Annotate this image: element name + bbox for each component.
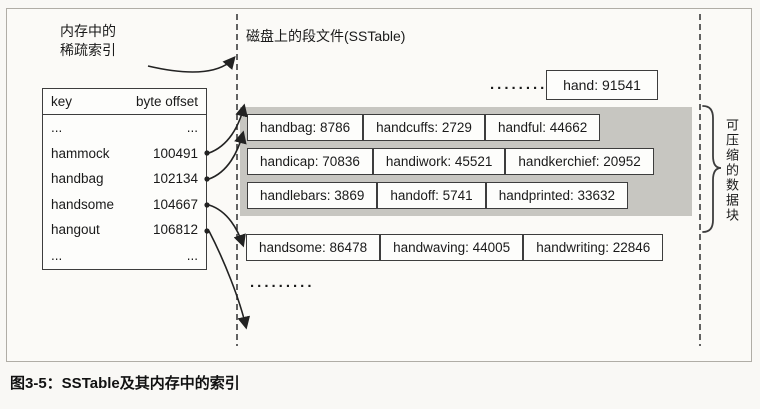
segment-entry: handicap: 70836 [247,148,373,175]
segment-entry: handkerchief: 20952 [505,148,654,175]
segment-top-ellipsis: ........ [490,76,548,93]
segment-entry: handbag: 8786 [247,114,364,141]
row-key: ... [51,120,63,136]
segment-entry: handoff: 5741 [377,182,486,209]
segment-entry: handful: 44662 [484,114,601,141]
segment-entry: handprinted: 33632 [485,182,629,209]
row-key: handbag [51,171,104,187]
figure-caption: 图3-5：SSTable及其内存中的索引 [10,375,240,392]
compressible-block: handbag: 8786 handcuffs: 2729 handful: 4… [240,107,692,216]
compressible-block-label: 可压缩的数据块 [724,118,739,223]
row-key: hammock [51,145,110,161]
row-offset: ... [186,120,198,136]
row-key: handsome [51,196,115,212]
index-header-offset: byte offset [135,94,198,109]
row-offset: 106812 [152,222,198,238]
table-row: hangout 106812 [43,217,206,243]
segment-bottom-ellipsis: ......... [250,274,315,291]
row-offset: 102134 [152,171,198,187]
segment-row: handsome: 86478 handwaving: 44005 handwr… [246,234,664,261]
segment-entry: handwaving: 44005 [380,234,524,261]
memory-index-label-line1: 内存中的 [60,23,116,39]
table-row: hammock 100491 [43,141,206,167]
memory-index-label-line2: 稀疏索引 [60,42,116,58]
segment-entry: handiwork: 45521 [372,148,506,175]
segment-entry-hand: hand: 91541 [546,70,658,100]
segment-file-title: 磁盘上的段文件(SSTable) [246,28,406,44]
table-row: ... ... [43,115,206,141]
row-offset: 100491 [152,145,198,161]
table-row: handbag 102134 [43,166,206,192]
segment-row: handicap: 70836 handiwork: 45521 handker… [247,148,685,175]
memory-index-label: 内存中的 稀疏索引 [60,22,116,60]
segment-row: handlebars: 3869 handoff: 5741 handprint… [247,182,685,209]
row-key: hangout [51,222,100,238]
segment-entry: handwriting: 22846 [523,234,664,261]
table-row: ... ... [43,243,206,269]
row-offset: ... [186,247,198,263]
segment-entry: handsome: 86478 [246,234,381,261]
index-table-header: key byte offset [43,89,206,115]
sparse-index-table: key byte offset ... ... hammock 100491 h… [42,88,207,270]
segment-row: handbag: 8786 handcuffs: 2729 handful: 4… [247,114,685,141]
segment-entry: handlebars: 3869 [247,182,378,209]
row-offset: 104667 [152,196,198,212]
index-header-key: key [51,94,73,109]
segment-entry: handcuffs: 2729 [363,114,485,141]
table-row: handsome 104667 [43,192,206,218]
row-key: ... [51,247,63,263]
